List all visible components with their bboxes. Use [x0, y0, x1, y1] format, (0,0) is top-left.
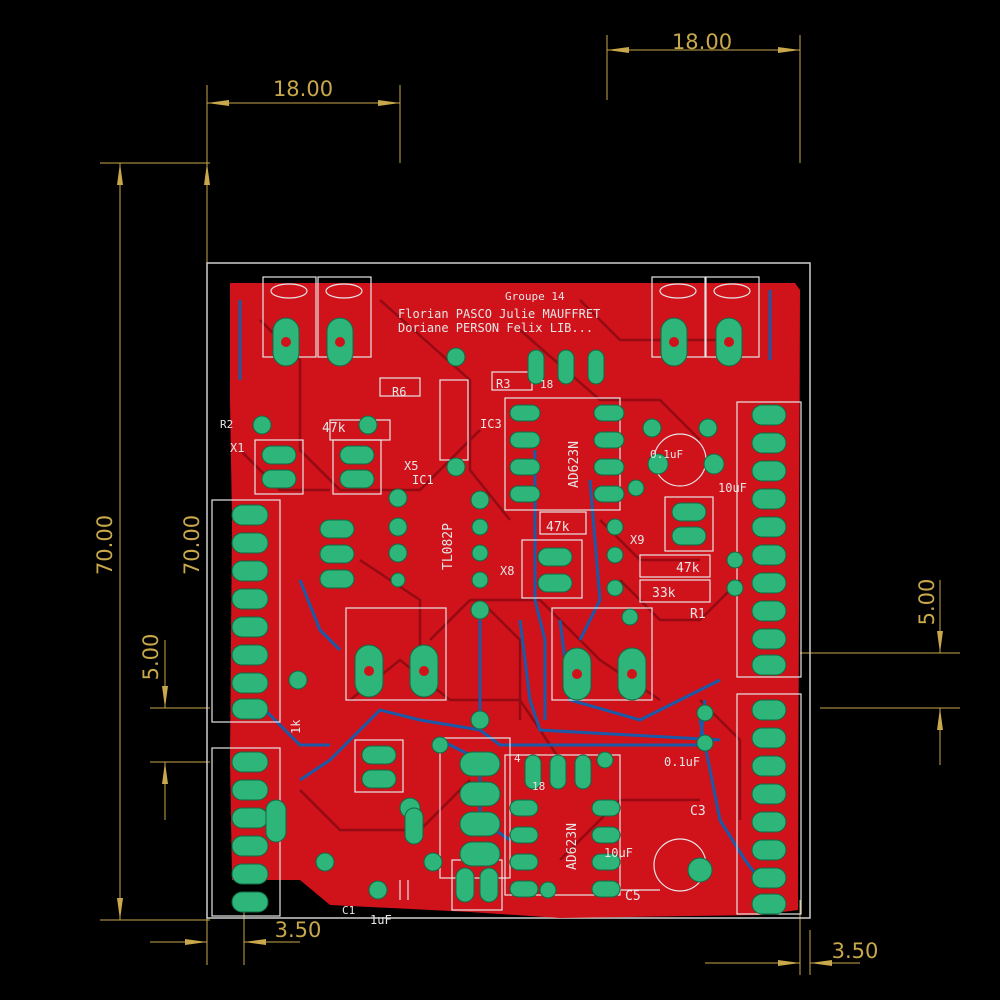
pad-holes	[281, 337, 734, 679]
board-outline	[206, 262, 811, 919]
label-47k-mid: 47k	[546, 520, 570, 535]
pads	[231, 317, 787, 915]
label-x8: X8	[500, 564, 514, 578]
label-ic3: IC3	[480, 417, 502, 431]
label-pin-4: 4	[514, 752, 521, 765]
label-r2: R2	[220, 418, 233, 431]
label-10uf-top: 10uF	[718, 481, 747, 495]
dim-right-small-label: 5.00	[915, 579, 939, 626]
label-c1: C1	[342, 904, 355, 917]
label-47k-top: 47k	[322, 421, 346, 436]
label-ic3-part: AD623N	[567, 441, 582, 488]
label-pin-18-bottom: 18	[532, 780, 545, 793]
label-pin-18-top: 18	[540, 378, 553, 391]
label-x1: X1	[230, 441, 244, 455]
label-01uf-top: 0.1uF	[650, 448, 683, 461]
label-c5: C5	[625, 889, 641, 904]
dim-top-left-label: 18.00	[273, 77, 333, 101]
label-33k: 33k	[652, 586, 676, 601]
label-r6: R6	[392, 385, 406, 399]
group-label: Groupe 14	[505, 290, 565, 303]
label-ic1: IC1	[412, 473, 434, 487]
dim-left-inner-label: 70.00	[180, 515, 204, 575]
dimension-labels: 18.00 18.00 70.00 70.00 5.00 5.00 3.50 3…	[93, 30, 939, 963]
dim-bottom-right-label: 3.50	[832, 939, 879, 963]
copper-traces-bottom	[238, 290, 772, 881]
dim-left-outer-label: 70.00	[93, 515, 117, 575]
label-x5: X5	[404, 459, 418, 473]
dim-left-small-label: 5.00	[139, 634, 163, 681]
label-x9: X9	[630, 533, 644, 547]
dim-bottom-left-label: 3.50	[275, 918, 322, 942]
authors-line-1: Florian PASCO Julie MAUFFRET	[398, 307, 600, 321]
label-47k-right: 47k	[676, 561, 700, 576]
label-01uf-bottom: 0.1uF	[664, 755, 700, 769]
dim-top-right-label: 18.00	[672, 30, 732, 54]
label-10uf-bottom: 10uF	[604, 846, 633, 860]
label-ic1-part: TL082P	[441, 523, 456, 570]
silkscreen-labels: Groupe 14 Florian PASCO Julie MAUFFRET D…	[220, 290, 747, 927]
label-r1: R1	[690, 607, 706, 622]
label-1uf: 1uF	[370, 913, 392, 927]
label-r3: R3	[496, 377, 510, 391]
label-ic-bottom-part: AD623N	[565, 823, 580, 870]
label-1k: 1k	[289, 719, 303, 734]
authors-line-2: Doriane PERSON Felix LIB...	[398, 321, 593, 335]
label-c3: C3	[690, 804, 706, 819]
